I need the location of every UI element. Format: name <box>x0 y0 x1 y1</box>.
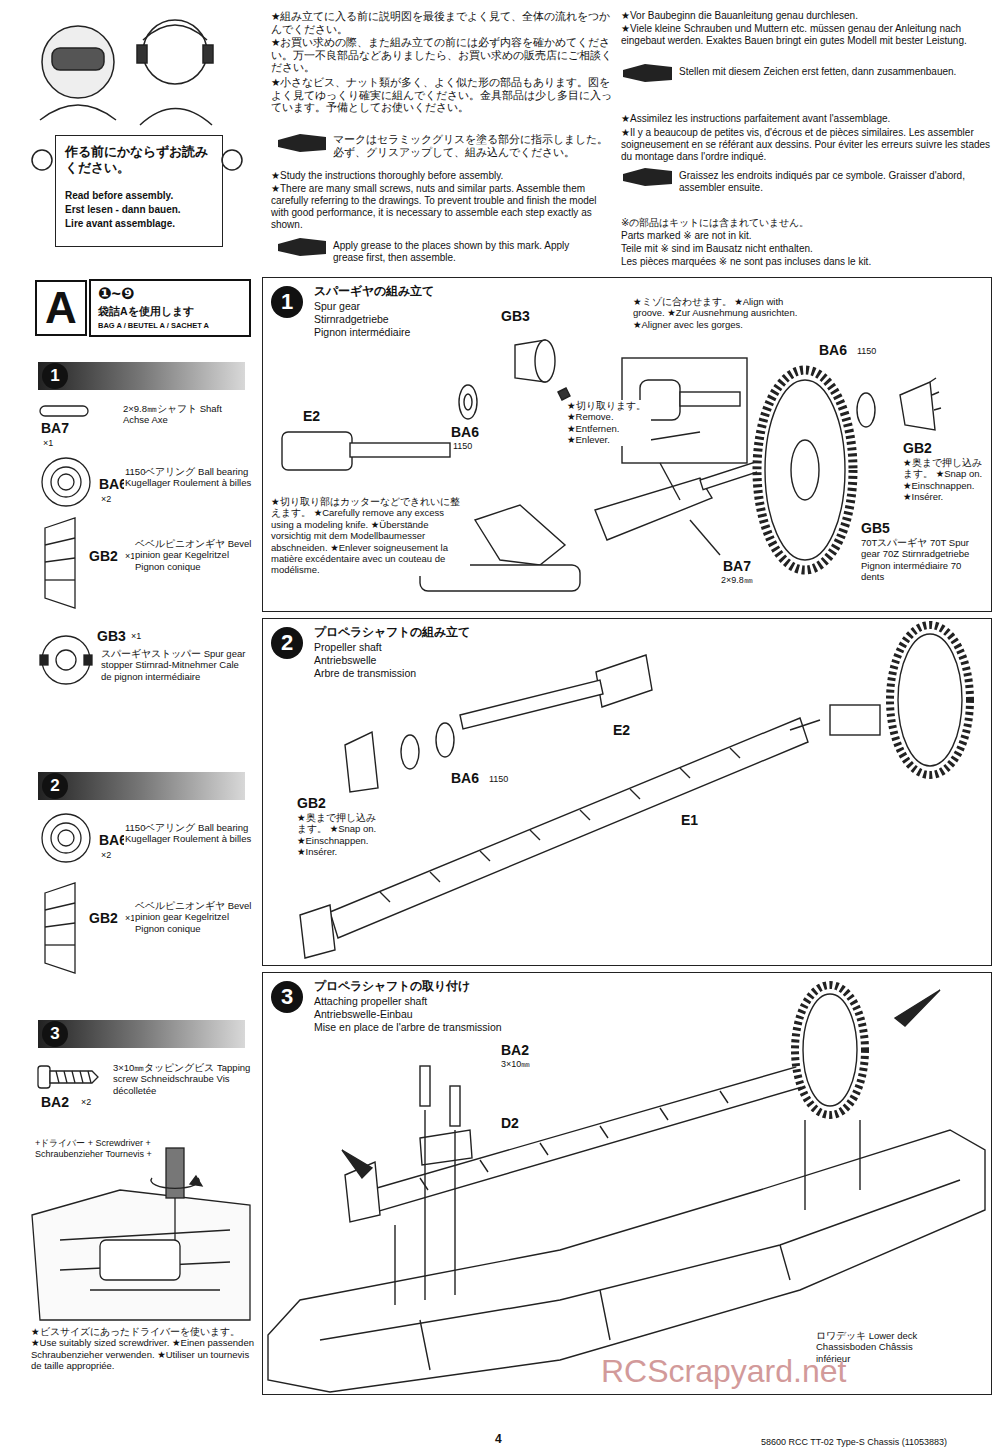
part-label: ★奥まで押し込みます。 ★Snap on. ★Einschnappen. ★In… <box>296 812 384 858</box>
part-label: ×2 <box>100 850 112 861</box>
sign-board: 作る前にかならずお読みください。 Read before assembly. Ers… <box>55 135 223 247</box>
part-label: GB3 <box>500 308 531 325</box>
step-number: 2 <box>271 627 303 659</box>
node-text: プロペラシャフトの組み立て <box>313 625 471 639</box>
part-label: 1150 <box>452 441 473 452</box>
part-label: GB5 <box>860 520 891 537</box>
part-label: BA6 <box>450 424 480 441</box>
bag-header: A ❶~❾ 袋詰Aを使用します BAG A / BEUTEL A / SACHET A <box>35 280 250 340</box>
part-label: E2 <box>612 722 631 739</box>
part-label: ★There are many small screws, nuts and s… <box>270 183 615 231</box>
node-text: Pignon intermédiaire <box>313 326 411 339</box>
part-label: E1 <box>680 812 699 829</box>
node-text: ❶~❾ <box>97 284 135 303</box>
part-label: 1150 <box>488 774 509 785</box>
part-label: ×2 <box>100 494 112 505</box>
section-number: 3 <box>42 1021 68 1047</box>
part-label: 58600 RCC TT-02 Type-S Chassis (11053883… <box>760 1437 948 1448</box>
part-label: ★組み立てに入る前に説明図を最後までよく見て、全体の流れをつかんでください。 <box>270 10 615 35</box>
part-label: マークはセラミックグリスを塗る部分に指示しました。必ず、グリスアップして、組み込… <box>332 133 615 158</box>
part-label: GB2 <box>902 440 933 457</box>
part-label: Stellen mit diesem Zeichen erst fetten, … <box>678 66 957 78</box>
part-label: Graissez les endroits indiqués par ce sy… <box>678 170 978 194</box>
node-text: Antriebswelle <box>313 654 377 667</box>
part-label: BA6 <box>450 770 480 787</box>
node-text: Mise en place de l'arbre de transmission <box>313 1021 503 1034</box>
part-label: BA7 <box>40 420 70 437</box>
part-label: ★小さなビス、ナット類が多く、よく似た形の部品もあります。図をよく見てゆっくり確… <box>270 76 615 114</box>
node-heading: A <box>35 280 87 336</box>
part-label: ★切り取り部はカッターなどできれいに整えます。 ★Carefully remov… <box>270 496 470 576</box>
node-text: Attaching propeller shaft <box>313 995 428 1008</box>
part-label: ★Assimilez les instructions parfaitement… <box>620 113 891 125</box>
part-label: GB3 <box>96 628 127 645</box>
node-text: Spur gear <box>313 300 361 313</box>
part-label: ★Il y a beaucoup de petites vis, d'écrou… <box>620 127 995 163</box>
part-label: Apply grease to the places shown by this… <box>332 240 602 264</box>
part-label: GB2 <box>296 795 327 812</box>
node-text: Antriebswelle-Einbau <box>313 1008 414 1021</box>
part-label: E2 <box>302 408 321 425</box>
part-label: ×1 <box>130 631 142 642</box>
part-label: 1150ベアリング Ball bearing Kugellager Roulem… <box>124 822 254 845</box>
part-label: ベベルピニオンギヤ Bevel pinion gear Kegelritzel … <box>134 900 254 934</box>
part-label: 3×10㎜タッピングビス Tapping screw Schneidschrau… <box>112 1062 252 1096</box>
watermark: RCScrapyard.net <box>600 1352 847 1390</box>
part-label: ★Vor Baubeginn die Bauanleitung genau du… <box>620 10 859 22</box>
node-heading: 作る前にかならずお読みください。 <box>64 144 216 175</box>
part-label: Parts marked ※ are not in kit. <box>620 230 753 242</box>
part-label: BA2 <box>40 1094 70 1111</box>
part-label: ★ミゾに合わせます。 ★Align with groove. ★Zur Ausn… <box>632 296 807 330</box>
part-label: GB2 <box>88 548 119 565</box>
part-label: Teile mit ※ sind im Bausatz nicht enthal… <box>620 243 814 255</box>
part-label: BA7 <box>722 558 752 575</box>
node-text: Lire avant assemblage. <box>64 218 176 230</box>
part-label: ×2 <box>80 1097 92 1108</box>
part-label: ★Study the instructions thoroughly befor… <box>270 170 504 182</box>
node-text: Erst lesen - dann bauen. <box>64 204 182 216</box>
node-text: 袋詰Aを使用します <box>97 305 195 318</box>
part-label: ★ビスサイズにあったドライバーを使います。 ★Use suitably size… <box>30 1326 255 1372</box>
part-label: BA2 <box>500 1042 530 1059</box>
part-label: GB2 <box>88 910 119 927</box>
part-label: BA6 <box>818 342 848 359</box>
part-label: +ドライバー + Screwdriver + Schraubenzieher T… <box>34 1138 154 1160</box>
part-label: ベベルピニオンギヤ Bevel pinion gear Kegelritzel … <box>134 538 254 572</box>
part-label: スパーギヤストッパー Spur gear stopper Stirnrad-Mi… <box>100 648 250 682</box>
step-number: 3 <box>271 981 303 1013</box>
part-label: 1150 <box>856 346 877 357</box>
node-text: プロペラシャフトの取り付け <box>313 979 471 993</box>
part-label: D2 <box>500 1115 520 1132</box>
part-label: 4 <box>494 1432 503 1446</box>
part-label: Les pièces marquées ※ ne sont pas inclus… <box>620 256 872 268</box>
node-text: Arbre de transmission <box>313 667 417 680</box>
part-label: 1150ベアリング Ball bearing Kugellager Roulem… <box>124 466 254 489</box>
part-label: ★切り取ります。 ★Remove. ★Entfernen. ★Enlever. <box>566 400 651 446</box>
step-number: 1 <box>271 286 303 318</box>
node-text: Propeller shaft <box>313 641 383 654</box>
part-label: 3×10㎜ <box>500 1059 531 1070</box>
part-label: 2×9.8㎜シャフト Shaft Achse Axe <box>122 403 232 426</box>
section-number: 2 <box>42 773 68 799</box>
node-text: BAG A / BEUTEL A / SACHET A <box>97 321 210 330</box>
part-label: 70Tスパーギヤ 70T Spur gear 70Z Stirnradgetri… <box>860 537 988 583</box>
section-number: 1 <box>42 363 68 389</box>
part-label: ★Viele kleine Schrauben und Muttern etc.… <box>620 23 995 47</box>
part-label: ★奥まで押し込みます。 ★Snap on. ★Einschnappen. ★In… <box>902 457 990 503</box>
node-text: スパーギヤの組み立て <box>313 284 435 298</box>
part-label: ×1 <box>42 438 54 449</box>
part-label: 2×9.8㎜ <box>720 575 754 586</box>
node-text: Read before assembly. <box>64 190 174 202</box>
step-panel: 2 プロペラシャフトの組み立て Propeller shaftAntriebswel… <box>262 618 992 966</box>
node-text: Stirnradgetriebe <box>313 313 390 326</box>
part-label: ※の部品はキットには含まれていません。 <box>620 217 810 229</box>
part-label: ★お買い求めの際、また組み立ての前には必ず内容を確かめてください。万一不良部品な… <box>270 36 615 74</box>
